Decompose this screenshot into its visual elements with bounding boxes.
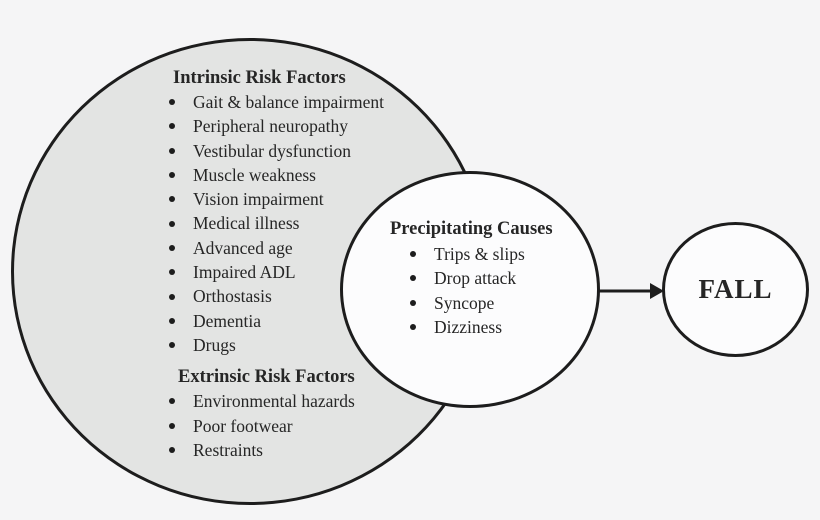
list-item-label: Orthostasis — [193, 286, 272, 307]
list-item-label: Impaired ADL — [193, 262, 296, 283]
list-item: Trips & slips — [409, 242, 553, 266]
list-item-label: Peripheral neuropathy — [193, 116, 349, 137]
bullet-icon — [169, 398, 175, 405]
bullet-icon — [410, 275, 416, 282]
list-item: Drop attack — [409, 266, 553, 290]
list-item-label: Advanced age — [193, 237, 293, 258]
bullet-icon — [410, 299, 416, 306]
precipitating-causes-content: Precipitating Causes Trips & slips Drop … — [385, 217, 553, 339]
precipitating-causes-circle — [340, 171, 600, 408]
bullet-icon — [169, 220, 175, 227]
bullet-icon — [410, 324, 416, 331]
list-item: Vision impairment — [168, 187, 384, 211]
bullet-icon — [169, 293, 175, 300]
list-item-label: Dementia — [193, 310, 262, 331]
list-item-label: Medical illness — [193, 213, 300, 234]
list-item: Dementia — [168, 309, 384, 333]
list-item-label: Syncope — [434, 292, 495, 313]
list-item-label: Environmental hazards — [193, 391, 355, 412]
bullet-icon — [169, 172, 175, 179]
extrinsic-risk-factors-title: Extrinsic Risk Factors — [178, 367, 355, 388]
list-item: Impaired ADL — [168, 260, 384, 284]
list-item: Poor footwear — [168, 414, 384, 438]
intrinsic-risk-factors-list: Gait & balance impairment Peripheral neu… — [168, 90, 384, 357]
list-item: Advanced age — [168, 236, 384, 260]
list-item: Syncope — [409, 291, 553, 315]
bullet-icon — [169, 147, 175, 154]
list-item: Gait & balance impairment — [168, 90, 384, 114]
fall-label: FALL — [698, 274, 773, 304]
list-item: Dizziness — [409, 315, 553, 339]
list-item: Peripheral neuropathy — [168, 114, 384, 138]
risk-factors-content: Intrinsic Risk Factors Gait & balance im… — [168, 66, 384, 462]
list-item: Drugs — [168, 333, 384, 357]
fall-outcome-circle: FALL — [662, 222, 809, 357]
bullet-icon — [169, 422, 175, 429]
list-item: Vestibular dysfunction — [168, 139, 384, 163]
bullet-icon — [410, 251, 416, 258]
precipitating-causes-title: Precipitating Causes — [390, 219, 553, 239]
list-item-label: Restraints — [193, 439, 263, 460]
list-item-label: Vestibular dysfunction — [193, 140, 351, 161]
extrinsic-risk-factors-list: Environmental hazards Poor footwear Rest… — [168, 389, 384, 462]
precipitating-causes-list: Trips & slips Drop attack Syncope Dizzin… — [409, 242, 553, 339]
list-item: Orthostasis — [168, 284, 384, 308]
list-item-label: Vision impairment — [193, 189, 324, 210]
list-item-label: Drop attack — [434, 268, 517, 289]
bullet-icon — [169, 99, 175, 106]
list-item-label: Muscle weakness — [193, 164, 316, 185]
list-item: Medical illness — [168, 211, 384, 235]
bullet-icon — [169, 244, 175, 251]
list-item: Environmental hazards — [168, 389, 384, 413]
list-item: Restraints — [168, 438, 384, 462]
list-item-label: Poor footwear — [193, 415, 293, 436]
list-item-label: Dizziness — [434, 316, 503, 337]
list-item: Muscle weakness — [168, 163, 384, 187]
bullet-icon — [169, 123, 175, 130]
bullet-icon — [169, 342, 175, 349]
list-item-label: Drugs — [193, 334, 236, 355]
bullet-icon — [169, 317, 175, 324]
intrinsic-risk-factors-title: Intrinsic Risk Factors — [173, 68, 346, 88]
list-item-label: Trips & slips — [434, 244, 525, 264]
bullet-icon — [169, 269, 175, 276]
bullet-icon — [169, 196, 175, 203]
bullet-icon — [169, 447, 175, 453]
list-item-label: Gait & balance impairment — [193, 92, 384, 112]
arrow-right-icon — [599, 283, 664, 299]
